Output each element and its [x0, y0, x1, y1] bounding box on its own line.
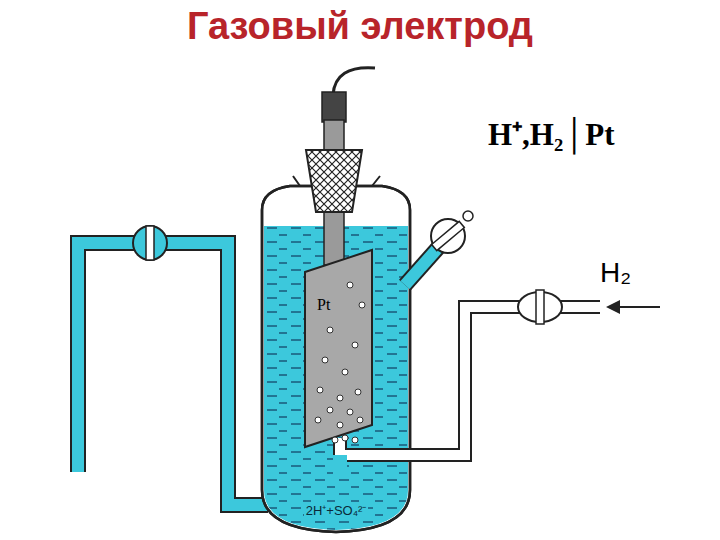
electrode-notation: H⁺,H₂│Pt — [488, 118, 615, 152]
gas-label: H₂ — [600, 258, 631, 289]
plate-label: Pt — [317, 296, 330, 314]
electrolyte-label: 2H⁺+SO₄²⁻ — [304, 504, 369, 518]
side-arm — [405, 211, 473, 285]
platinum-electrode — [305, 68, 375, 447]
title: Газовый электрод — [187, 6, 533, 48]
siphon-tube — [78, 226, 268, 505]
hydrogen-inlet — [333, 290, 660, 475]
